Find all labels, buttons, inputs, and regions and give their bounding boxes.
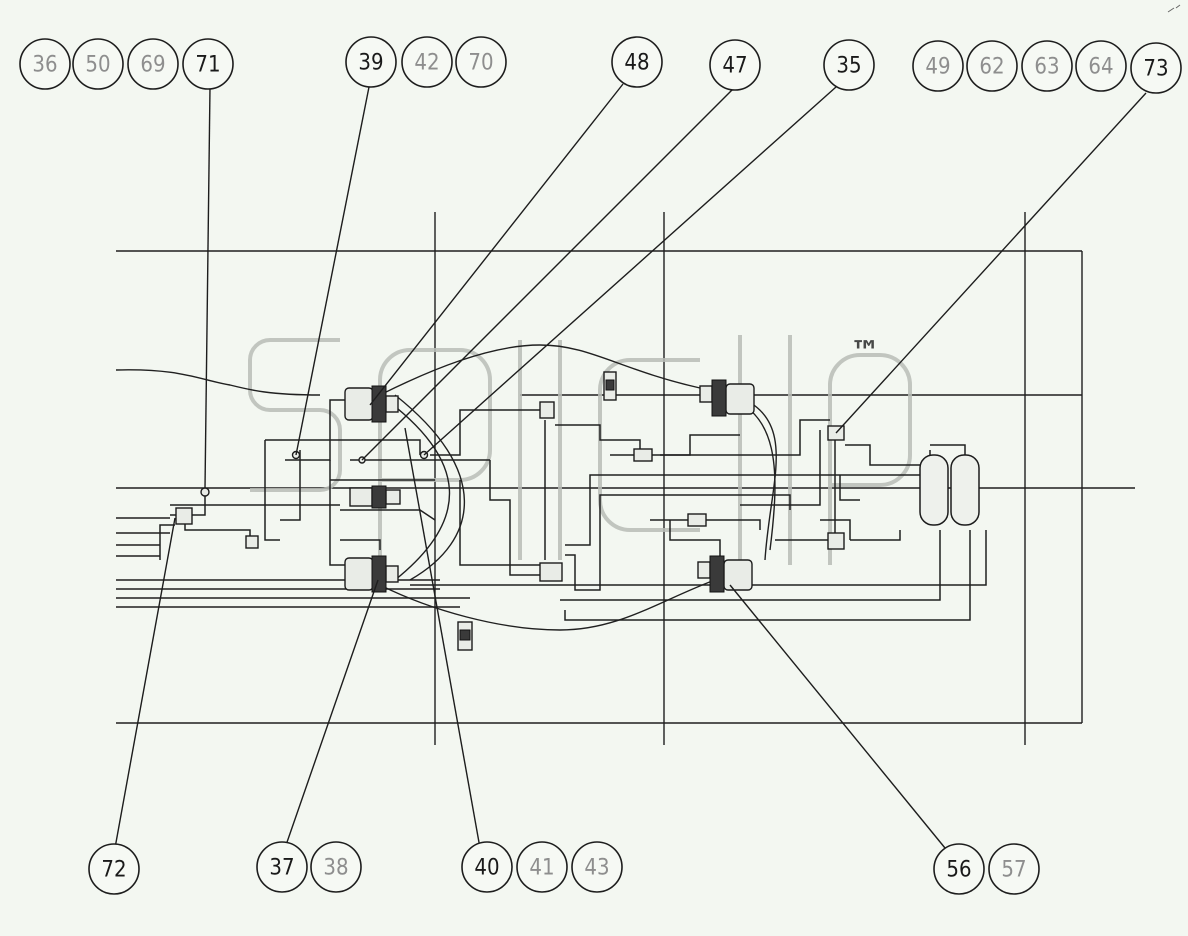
brake-chamber-front-left — [344, 385, 399, 423]
valve-72 — [175, 507, 193, 525]
balloon-73: 73 — [1130, 42, 1182, 94]
balloon-circle — [912, 40, 964, 92]
balloon-circle — [455, 36, 507, 88]
balloon-label: 63 — [1034, 55, 1059, 80]
balloon-42: 42 — [401, 36, 453, 88]
balloon-label: 47 — [722, 54, 747, 79]
balloon-circle — [88, 843, 140, 895]
watermark: ™ — [248, 335, 912, 565]
brake-chamber-rear-right — [697, 555, 753, 593]
balloon-50: 50 — [72, 38, 124, 90]
balloon-label: 56 — [946, 858, 971, 883]
balloon-label: 35 — [836, 54, 861, 79]
balloon-label: 48 — [624, 51, 649, 76]
balloon-circle — [256, 841, 308, 893]
balloon-label: 39 — [358, 51, 383, 76]
balloon-41: 41 — [516, 841, 568, 893]
balloon-35: 35 — [823, 39, 875, 91]
balloon-circle — [345, 36, 397, 88]
part-balloons: 36 50 69 71 39 42 70 48 47 35 49 62 63 64 73 72 37 38 40 41… — [19, 36, 1182, 895]
filter-lower — [687, 513, 707, 527]
balloon-circle — [966, 40, 1018, 92]
balloon-72: 72 — [88, 843, 140, 895]
balloon-circle — [571, 841, 623, 893]
balloon-label: 49 — [925, 55, 950, 80]
balloon-circle — [19, 38, 71, 90]
balloon-label: 69 — [140, 53, 165, 78]
balloon-label: 57 — [1001, 858, 1026, 883]
balloon-40: 40 — [461, 841, 513, 893]
chassis-frame — [116, 212, 1135, 745]
balloon-56: 56 — [933, 843, 985, 895]
balloon-47: 47 — [709, 39, 761, 91]
balloon-circle — [933, 843, 985, 895]
balloon-62: 62 — [966, 40, 1018, 92]
balloon-71: 71 — [182, 38, 234, 90]
balloon-label: 64 — [1088, 55, 1113, 80]
balloon-36: 36 — [19, 38, 71, 90]
balloon-38: 38 — [310, 841, 362, 893]
balloon-63: 63 — [1021, 40, 1073, 92]
leader-lines — [114, 83, 1147, 849]
balloon-circle — [1130, 42, 1182, 94]
valve-stack-top — [603, 371, 617, 401]
balloon-label: 40 — [474, 856, 499, 881]
balloon-label: 70 — [468, 51, 493, 76]
balloon-label: 37 — [269, 856, 294, 881]
balloon-circle — [461, 841, 513, 893]
balloon-circle — [823, 39, 875, 91]
balloon-label: 73 — [1143, 57, 1168, 82]
balloon-label: 42 — [414, 51, 439, 76]
balloon-label: 41 — [529, 856, 554, 881]
brake-chamber-mid-left — [349, 485, 401, 509]
fitting-71 — [200, 487, 210, 497]
air-tank-1 — [919, 454, 949, 526]
balloon-label: 62 — [979, 55, 1004, 80]
balloon-circle — [988, 843, 1040, 895]
balloon-39: 39 — [345, 36, 397, 88]
balloon-37: 37 — [256, 841, 308, 893]
balloon-70: 70 — [455, 36, 507, 88]
balloon-circle — [709, 39, 761, 91]
balloon-circle — [182, 38, 234, 90]
components — [175, 371, 980, 651]
watermark-tm: ™ — [850, 335, 880, 370]
balloon-label: 50 — [85, 53, 110, 78]
balloon-circle — [310, 841, 362, 893]
balloon-label: 72 — [101, 858, 126, 883]
relay-valve-upper — [539, 401, 555, 419]
balloon-57: 57 — [988, 843, 1040, 895]
balloon-48: 48 — [611, 36, 663, 88]
balloon-circle — [72, 38, 124, 90]
balloon-43: 43 — [571, 841, 623, 893]
balloon-label: 38 — [323, 856, 348, 881]
balloon-label: 43 — [584, 856, 609, 881]
balloon-64: 64 — [1075, 40, 1127, 92]
balloon-label: 36 — [32, 53, 57, 78]
corner-mark — [1167, 4, 1181, 13]
valve-left-mid — [245, 535, 259, 549]
balloon-circle — [1075, 40, 1127, 92]
relay-valve-lower — [539, 562, 563, 582]
balloon-circle — [401, 36, 453, 88]
balloon-circle — [516, 841, 568, 893]
brake-chamber-front-right — [699, 379, 755, 417]
balloon-49: 49 — [912, 40, 964, 92]
pipe-network — [159, 399, 987, 621]
balloon-circle — [127, 38, 179, 90]
filter-upper — [633, 448, 653, 462]
brake-chamber-rear-left — [344, 555, 399, 593]
air-tank-2 — [950, 454, 980, 526]
balloon-69: 69 — [127, 38, 179, 90]
valve-right-lower — [827, 532, 845, 550]
balloon-label: 71 — [195, 53, 220, 78]
balloon-circle — [611, 36, 663, 88]
balloon-circle — [1021, 40, 1073, 92]
valve-stack-bottom — [457, 621, 473, 651]
